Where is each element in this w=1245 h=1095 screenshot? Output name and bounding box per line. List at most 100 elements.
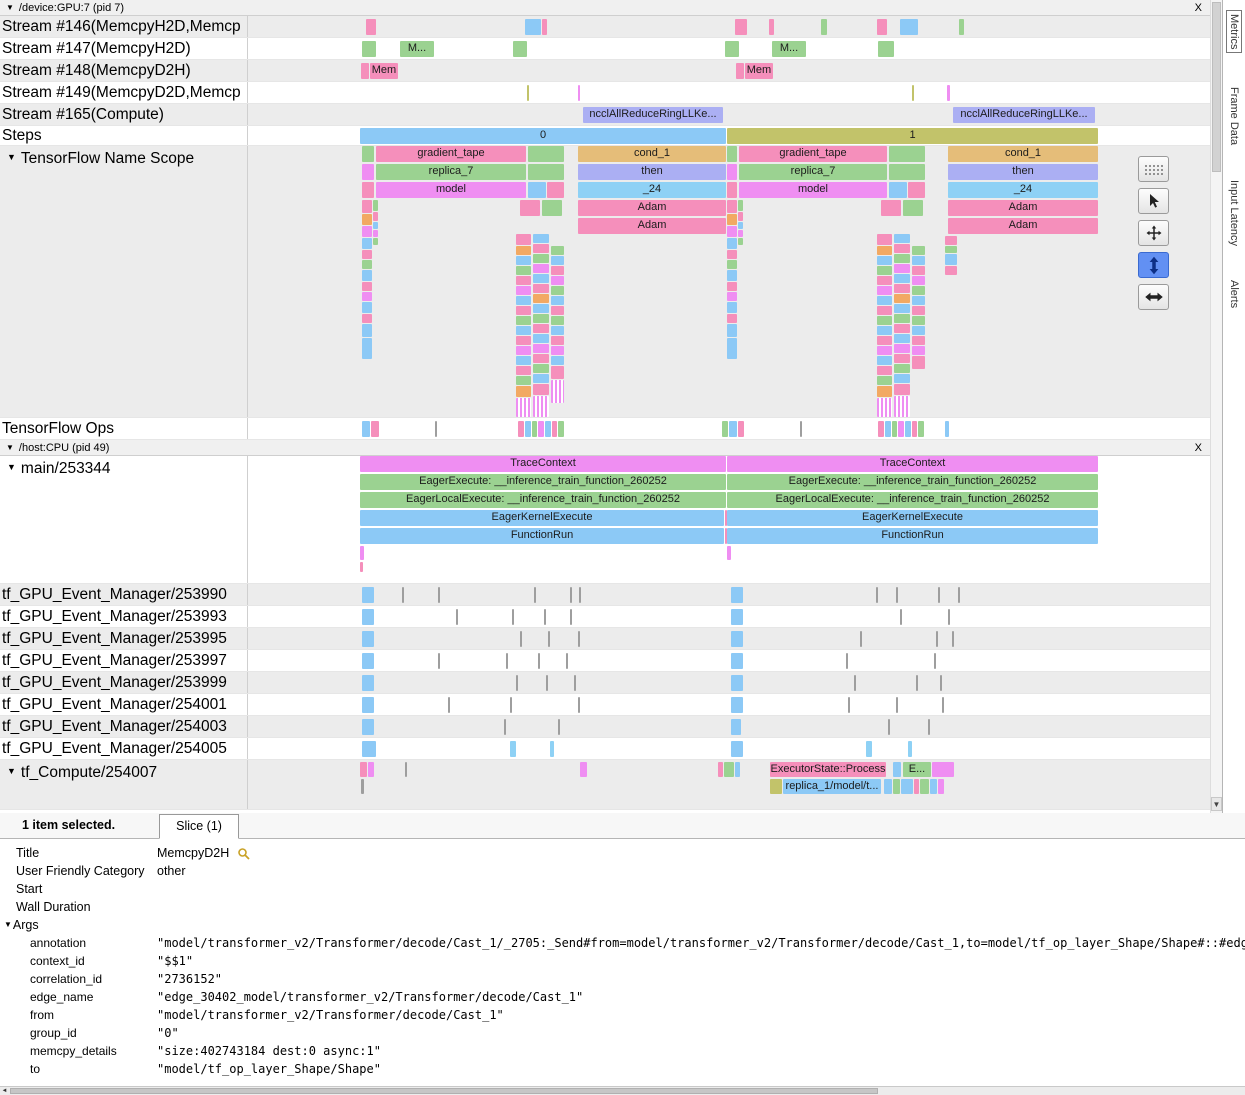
trace-slice[interactable]	[545, 421, 551, 437]
trace-slice[interactable]	[912, 326, 925, 335]
trace-slice[interactable]	[566, 653, 568, 669]
trace-slice[interactable]	[729, 421, 737, 437]
drag-handle-button[interactable]	[1138, 156, 1169, 182]
track-label[interactable]: Stream #148(MemcpyD2H)	[0, 60, 248, 81]
trace-slice[interactable]	[362, 631, 374, 647]
track-canvas[interactable]	[248, 82, 1210, 103]
trace-slice[interactable]	[878, 421, 884, 437]
trace-slice[interactable]	[727, 250, 737, 259]
trace-slice[interactable]	[727, 182, 737, 198]
trace-slice[interactable]	[877, 276, 892, 285]
trace-slice[interactable]	[738, 222, 743, 229]
trace-slice[interactable]	[360, 546, 364, 560]
track-label[interactable]: tf_GPU_Event_Manager/253997	[0, 650, 248, 671]
trace-slice[interactable]	[362, 587, 374, 603]
trace-slice[interactable]	[362, 314, 372, 323]
trace-slice[interactable]	[533, 354, 549, 363]
trace-slice[interactable]	[952, 631, 954, 647]
trace-slice[interactable]	[945, 236, 957, 245]
trace-slice[interactable]	[516, 256, 531, 265]
trace-slice[interactable]	[362, 260, 372, 269]
trace-slice[interactable]	[362, 719, 374, 735]
trace-slice[interactable]: gradient_tape	[376, 146, 526, 162]
trace-slice[interactable]: Mem	[745, 63, 773, 79]
trace-slice[interactable]	[936, 631, 938, 647]
collapse-triangle-icon[interactable]: ▼	[7, 152, 16, 162]
trace-slice[interactable]	[912, 316, 925, 325]
trace-slice[interactable]	[551, 276, 564, 285]
trace-slice[interactable]	[731, 587, 743, 603]
side-tab-frame-data[interactable]: Frame Data	[1228, 87, 1240, 146]
trace-slice[interactable]	[884, 779, 892, 794]
trace-slice[interactable]	[894, 254, 910, 263]
trace-slice[interactable]	[362, 270, 372, 281]
trace-slice[interactable]	[516, 398, 531, 417]
trace-slice[interactable]	[360, 562, 363, 572]
trace-slice[interactable]	[894, 374, 910, 383]
trace-slice[interactable]	[727, 270, 737, 281]
trace-slice[interactable]	[727, 546, 731, 560]
track-label[interactable]: tf_GPU_Event_Manager/253990	[0, 584, 248, 605]
trace-slice[interactable]	[912, 421, 917, 437]
trace-slice[interactable]	[538, 421, 544, 437]
trace-slice[interactable]	[533, 304, 549, 313]
trace-slice[interactable]	[551, 306, 564, 315]
trace-slice[interactable]: FunctionRun	[360, 528, 724, 544]
trace-slice[interactable]	[533, 284, 549, 293]
trace-slice[interactable]	[533, 384, 549, 395]
trace-slice[interactable]: replica_7	[739, 164, 887, 180]
trace-slice[interactable]	[373, 222, 378, 229]
trace-slice[interactable]	[942, 697, 944, 713]
trace-slice[interactable]	[877, 376, 892, 385]
trace-slice[interactable]	[945, 266, 957, 275]
trace-slice[interactable]	[928, 719, 930, 735]
trace-slice[interactable]	[894, 264, 910, 273]
trace-slice[interactable]	[516, 316, 531, 325]
trace-slice[interactable]	[727, 164, 737, 180]
trace-slice[interactable]	[738, 200, 743, 211]
trace-slice[interactable]	[580, 762, 587, 777]
trace-slice[interactable]	[516, 675, 518, 691]
trace-slice[interactable]	[547, 182, 564, 198]
trace-slice[interactable]	[854, 675, 856, 691]
trace-slice[interactable]	[920, 779, 929, 794]
trace-slice[interactable]	[362, 697, 374, 713]
trace-slice[interactable]	[510, 741, 516, 757]
trace-slice[interactable]	[520, 631, 522, 647]
trace-slice[interactable]	[877, 296, 892, 305]
trace-slice[interactable]	[533, 314, 549, 323]
trace-slice[interactable]	[948, 609, 950, 625]
trace-slice[interactable]	[533, 244, 549, 253]
trace-slice[interactable]	[516, 336, 531, 345]
trace-slice[interactable]	[550, 741, 554, 757]
trace-slice[interactable]	[533, 234, 549, 243]
trace-slice[interactable]	[800, 421, 802, 437]
trace-slice[interactable]	[570, 609, 572, 625]
trace-slice[interactable]	[877, 266, 892, 275]
trace-slice[interactable]	[533, 344, 549, 353]
trace-slice[interactable]	[727, 200, 737, 213]
trace-slice[interactable]	[405, 762, 407, 777]
trace-slice[interactable]	[894, 304, 910, 313]
trace-slice[interactable]	[959, 19, 964, 35]
trace-slice[interactable]	[912, 266, 925, 275]
trace-slice[interactable]	[551, 380, 564, 403]
tab-slice[interactable]: Slice (1)	[159, 814, 239, 839]
trace-slice[interactable]	[905, 421, 911, 437]
trace-slice[interactable]	[362, 282, 372, 291]
track-canvas[interactable]	[248, 650, 1210, 671]
trace-slice[interactable]	[362, 164, 374, 180]
trace-slice[interactable]	[735, 762, 740, 777]
trace-slice[interactable]	[371, 421, 379, 437]
trace-slice[interactable]	[894, 284, 910, 293]
trace-slice[interactable]	[533, 396, 549, 417]
trace-slice[interactable]	[362, 421, 370, 437]
track-label[interactable]: tf_GPU_Event_Manager/253999	[0, 672, 248, 693]
trace-slice[interactable]	[934, 653, 936, 669]
track-canvas[interactable]	[248, 584, 1210, 605]
trace-slice[interactable]	[362, 292, 372, 301]
trace-slice[interactable]	[892, 421, 897, 437]
trace-slice[interactable]	[912, 336, 925, 345]
